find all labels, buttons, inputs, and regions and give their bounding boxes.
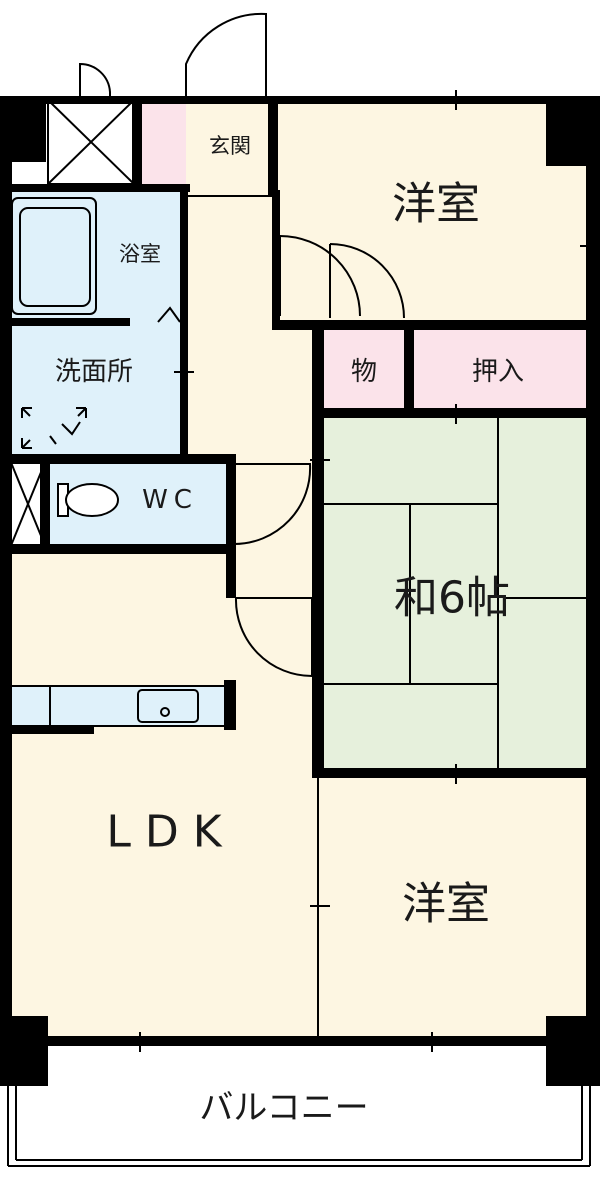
genkan-label: 玄関	[209, 134, 251, 158]
ldk-label: L D K	[106, 807, 222, 858]
bathroom-label: 浴室	[119, 242, 161, 266]
balcony-label: バルコニー	[199, 1088, 368, 1128]
wc-label: WC	[142, 485, 198, 515]
mono-storage-floor	[320, 328, 408, 414]
washing-machine-space	[21, 407, 87, 449]
dimension-marks	[139, 90, 600, 1052]
entry-closet-floor	[140, 100, 186, 186]
pipe-shaft-top	[47, 99, 135, 185]
washroom-floor	[8, 324, 186, 456]
washroom-label: 洗面所	[55, 357, 133, 387]
tatami-room-label: 和6帖	[394, 573, 510, 624]
western-room-bottom-floor	[320, 774, 590, 1042]
western-room-top-label: 洋室	[392, 179, 480, 230]
mono-storage-label: 物	[351, 357, 377, 387]
western-room-bottom-label: 洋室	[402, 879, 490, 930]
balcony-railing	[7, 1086, 591, 1167]
oshiire-closet-floor	[408, 328, 586, 414]
oshiire-closet-label: 押入	[472, 357, 524, 387]
western-room-top-floor	[274, 100, 590, 324]
walls	[0, 96, 600, 1086]
tatami-mats	[320, 414, 499, 774]
balcony-floor	[10, 1046, 590, 1164]
toilet	[57, 483, 119, 517]
tatami-room-floor	[320, 414, 590, 774]
ldk-floor	[8, 548, 320, 1042]
genkan-floor	[186, 100, 274, 192]
kitchen-sink	[137, 689, 199, 723]
kitchen-counter	[7, 685, 231, 727]
